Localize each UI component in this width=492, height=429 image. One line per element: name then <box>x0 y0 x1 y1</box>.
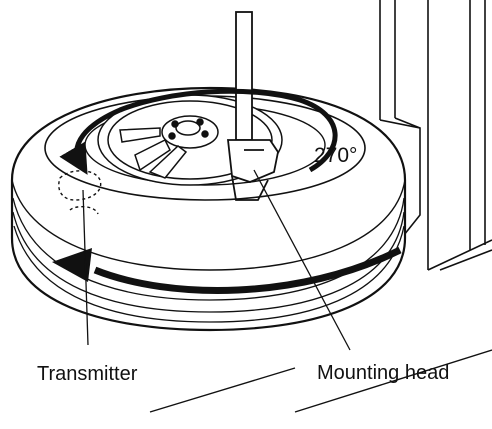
rotation-arrow <box>59 88 338 175</box>
transmitter-label: Transmitter <box>37 363 138 385</box>
machine-frame <box>379 0 492 271</box>
mounting-head-assembly <box>226 11 279 201</box>
floor-lines <box>149 349 492 413</box>
tire-direction-arrow <box>52 246 402 294</box>
arrow-left-icon <box>52 248 92 282</box>
rotation-angle-label: 270° <box>314 144 358 167</box>
mounting-head-label: Mounting head <box>317 362 450 384</box>
transmitter-marker <box>58 170 102 215</box>
leader-lines <box>82 169 351 351</box>
